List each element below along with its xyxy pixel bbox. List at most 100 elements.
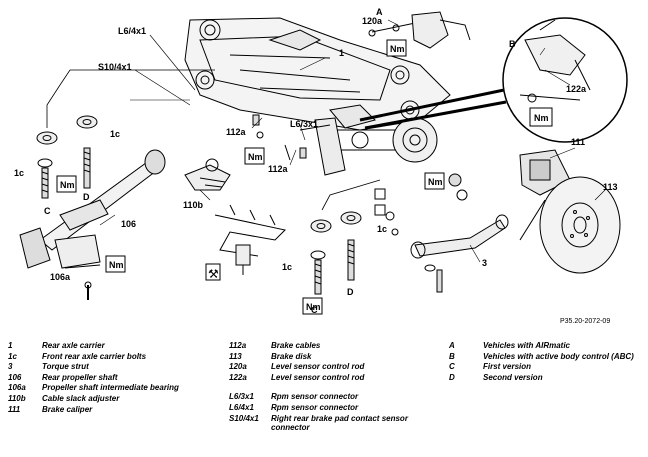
legend-row: D Second version bbox=[449, 373, 644, 383]
clip-markers bbox=[205, 188, 386, 281]
propeller-shaft-drawing bbox=[19, 149, 166, 269]
legend-description: Torque strut bbox=[42, 362, 89, 372]
legend-description: Front rear axle carrier bolts bbox=[42, 351, 147, 361]
callout-120a: 120a bbox=[362, 16, 383, 26]
legend-code: 1 bbox=[8, 341, 13, 350]
nm-text: Nm bbox=[109, 260, 124, 270]
callout-b: B bbox=[509, 39, 516, 49]
legend-description: Rear axle carrier bbox=[42, 341, 105, 350]
callout-113: 113 bbox=[603, 182, 618, 192]
brake-disk-drawing bbox=[519, 176, 621, 274]
legend-code: C bbox=[449, 362, 455, 372]
legend-description: Second version bbox=[483, 372, 543, 382]
legend-description: Rear propeller shaft bbox=[42, 372, 118, 382]
nm-text: Nm bbox=[60, 180, 75, 190]
legend-code: A bbox=[449, 341, 455, 350]
callout-1c: 1c bbox=[110, 129, 120, 139]
legend-row: 106 Rear propeller shaft bbox=[8, 373, 228, 383]
legend-description: Vehicles with active body control (ABC) bbox=[483, 351, 634, 361]
legend-description: Brake disk bbox=[271, 351, 312, 361]
legend-row: C First version bbox=[449, 362, 644, 372]
legend-row: 3 Torque strut bbox=[8, 362, 228, 372]
legend-row: 122a Level sensor control rod bbox=[229, 373, 444, 383]
callout-110b: 110b bbox=[183, 200, 204, 210]
legend-code: 120a bbox=[229, 362, 247, 372]
legend-row: L6/4x1 Rpm sensor connector bbox=[229, 403, 444, 413]
legend-gap bbox=[229, 383, 444, 392]
callout-112a: 112a bbox=[268, 164, 289, 174]
legend-code: S10/4x1 bbox=[229, 413, 259, 423]
fastener-drawings bbox=[84, 99, 468, 300]
legend-code: D bbox=[449, 372, 455, 382]
wrench-icon: ⚒ bbox=[208, 267, 219, 281]
cable-slack-adjuster-drawing bbox=[184, 158, 231, 191]
legend-row: 120a Level sensor control rod bbox=[229, 362, 444, 372]
legend-code: L6/3x1 bbox=[229, 392, 254, 402]
legend-row: 1 Rear axle carrier bbox=[8, 341, 228, 351]
legend-row: 112a Brake cables bbox=[229, 341, 444, 351]
callout-c: C bbox=[311, 305, 318, 315]
legend-description: Rpm sensor connector bbox=[271, 402, 359, 412]
legend-code: 111 bbox=[8, 404, 21, 414]
nm-text: Nm bbox=[428, 177, 443, 187]
legend-row: L6/3x1 Rpm sensor connector bbox=[229, 392, 444, 402]
callout-l6-4x1: L6/4x1 bbox=[118, 26, 146, 36]
callout-3: 3 bbox=[482, 258, 487, 268]
callout-c: C bbox=[44, 206, 51, 216]
callout-122a: 122a bbox=[566, 84, 587, 94]
callout-1c: 1c bbox=[377, 224, 387, 234]
drawing-code: P35.20-2072-09 bbox=[560, 318, 611, 325]
legend: 1 Rear axle carrier 1c Front rear axle carr… bbox=[0, 335, 648, 457]
callout-106a: 106a bbox=[50, 272, 71, 282]
callout-a: A bbox=[376, 7, 383, 17]
legend-code: 1c bbox=[8, 351, 17, 361]
legend-code: L6/4x1 bbox=[229, 402, 254, 412]
torque-strut-drawing bbox=[410, 214, 509, 293]
legend-description: Rpm sensor connector bbox=[271, 392, 359, 402]
torque-nm-boxes bbox=[56, 39, 553, 315]
legend-column-1: 1 Rear axle carrier 1c Front rear axle carr… bbox=[8, 341, 228, 415]
nm-text: Nm bbox=[306, 302, 321, 312]
bracket-drawing bbox=[214, 204, 287, 275]
legend-row: 113 Brake disk bbox=[229, 352, 444, 362]
legend-row: 111 Brake caliper bbox=[8, 405, 228, 415]
legend-code: 122a bbox=[229, 372, 247, 382]
legend-row: B Vehicles with active body control (ABC) bbox=[449, 352, 644, 362]
callout-106: 106 bbox=[121, 219, 136, 229]
rear-axle-carrier-drawing bbox=[184, 17, 451, 176]
legend-description: Brake caliper bbox=[42, 404, 93, 414]
nm-text: Nm bbox=[390, 44, 405, 54]
legend-code: B bbox=[449, 351, 455, 361]
legend-row: 110b Cable slack adjuster bbox=[8, 394, 228, 404]
legend-description: Level sensor control rod bbox=[271, 372, 365, 382]
legend-code: 106 bbox=[8, 372, 22, 382]
legend-row: S10/4x1 Right rear brake pad contact sens… bbox=[229, 414, 444, 433]
callout-d: D bbox=[347, 287, 354, 297]
nm-text: Nm bbox=[248, 152, 263, 162]
legend-description: Vehicles with AIRmatic bbox=[483, 341, 570, 350]
legend-description: First version bbox=[483, 362, 532, 372]
callout-leader-lines bbox=[99, 19, 606, 263]
callout-111: 111 bbox=[571, 137, 585, 147]
legend-code: 106a bbox=[8, 383, 26, 393]
legend-description: Cable slack adjuster bbox=[42, 393, 120, 403]
callout-1c: 1c bbox=[282, 262, 292, 272]
legend-row: A Vehicles with AIRmatic bbox=[449, 341, 644, 351]
legend-description: Level sensor control rod bbox=[271, 362, 365, 372]
legend-code: 110b bbox=[8, 393, 26, 403]
exploded-parts-diagram: Nm Nm Nm Nm Nm Nm Nm ⚒ L6/4x1 S10/4x1 1 … bbox=[14, 7, 628, 315]
legend-row: 1c Front rear axle carrier bolts bbox=[8, 352, 228, 362]
callout-s10-4x1: S10/4x1 bbox=[98, 62, 132, 72]
legend-code: 3 bbox=[8, 362, 13, 372]
legend-description: Right rear brake pad contact sensor conn… bbox=[271, 413, 408, 433]
legend-code: 113 bbox=[229, 351, 242, 361]
callout-l6-3x1: L6/3x1 bbox=[290, 119, 318, 129]
level-sensor-airmatic-drawing bbox=[368, 11, 471, 49]
front-carrier-bolt-group-left bbox=[36, 69, 215, 199]
legend-description: Brake cables bbox=[271, 341, 321, 350]
legend-code: 112a bbox=[229, 341, 247, 350]
callout-1: 1 bbox=[339, 48, 344, 58]
